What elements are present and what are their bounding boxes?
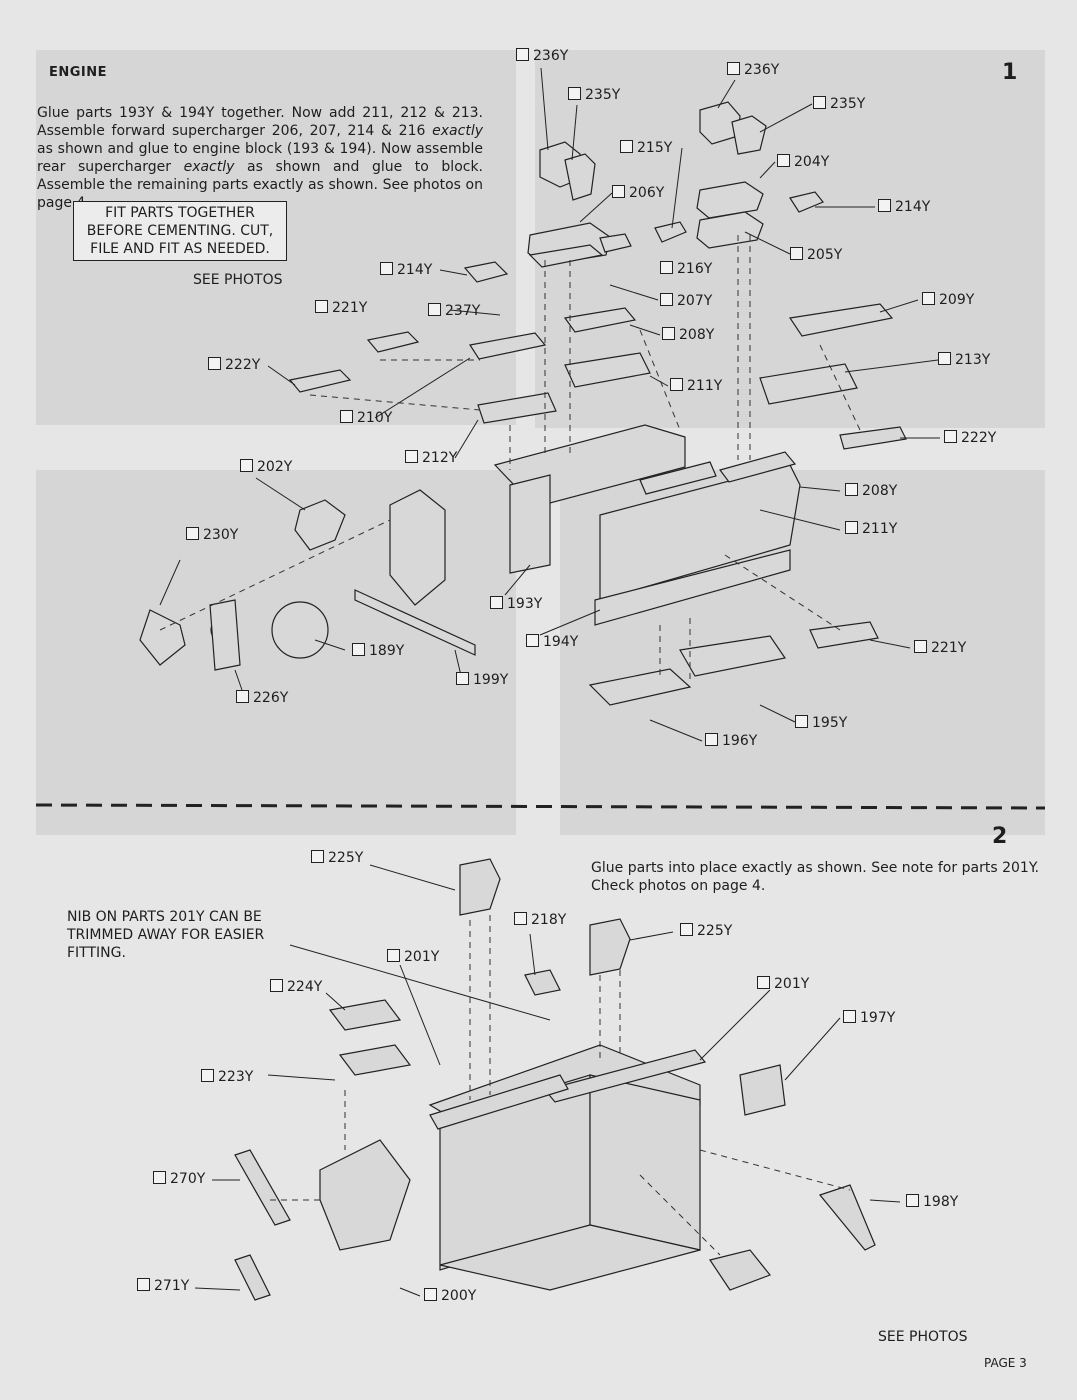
part-callout: 214Y — [380, 262, 432, 278]
step1-instructions: Glue parts 193Y & 194Y together. Now add… — [37, 105, 484, 211]
see-photos-label: SEE PHOTOS — [193, 272, 283, 288]
part-callout: 194Y — [526, 634, 578, 650]
part-callout: 226Y — [236, 690, 288, 706]
see-photos-label: SEE PHOTOS — [878, 1329, 968, 1345]
step-number: 2 — [992, 824, 1008, 849]
part-callout: 210Y — [340, 410, 392, 426]
part-callout: 208Y — [845, 483, 897, 499]
part-callout: 230Y — [186, 527, 238, 543]
part-callout: 213Y — [938, 352, 990, 368]
step-number: 1 — [1002, 60, 1018, 85]
part-callout: 218Y — [514, 912, 566, 928]
part-callout: 201Y — [387, 949, 439, 965]
part-callout: 212Y — [405, 450, 457, 466]
step2-instructions: Glue parts into place exactly as shown. … — [591, 860, 1039, 894]
part-callout: 236Y — [727, 62, 779, 78]
part-callout: 202Y — [240, 459, 292, 475]
part-callout: 201Y — [757, 976, 809, 992]
part-callout: 221Y — [914, 640, 966, 656]
part-callout: 209Y — [922, 292, 974, 308]
part-callout: 225Y — [680, 923, 732, 939]
nib-note-line: TRIMMED AWAY FOR EASIER — [67, 927, 265, 943]
part-callout: 207Y — [660, 293, 712, 309]
nib-note-line: NIB ON PARTS 201Y CAN BE — [67, 909, 262, 925]
part-callout: 235Y — [568, 87, 620, 103]
part-callout: 211Y — [845, 521, 897, 537]
section-heading: ENGINE — [49, 65, 108, 80]
part-callout: 208Y — [662, 327, 714, 343]
part-callout: 195Y — [795, 715, 847, 731]
page-number: PAGE 3 — [984, 1356, 1027, 1370]
fit-note-line: FILE AND FIT AS NEEDED. — [90, 241, 270, 257]
part-callout: 206Y — [612, 185, 664, 201]
part-callout: 205Y — [790, 247, 842, 263]
part-callout: 235Y — [813, 96, 865, 112]
part-callout: 193Y — [490, 596, 542, 612]
part-callout: 197Y — [843, 1010, 895, 1026]
part-callout: 225Y — [311, 850, 363, 866]
part-callout: 214Y — [878, 199, 930, 215]
part-callout: 222Y — [208, 357, 260, 373]
part-callout: 196Y — [705, 733, 757, 749]
nib-note-line: FITTING. — [67, 945, 126, 961]
fit-parts-note: FIT PARTS TOGETHER BEFORE CEMENTING. CUT… — [73, 201, 287, 261]
fit-note-line: BEFORE CEMENTING. CUT, — [86, 223, 274, 239]
part-callout: 204Y — [777, 154, 829, 170]
part-callout: 199Y — [456, 672, 508, 688]
part-callout: 222Y — [944, 430, 996, 446]
part-callout: 270Y — [153, 1171, 205, 1187]
nib-note: NIB ON PARTS 201Y CAN BE TRIMMED AWAY FO… — [67, 908, 297, 962]
part-callout: 211Y — [670, 378, 722, 394]
fit-note-line: FIT PARTS TOGETHER — [105, 205, 255, 221]
part-callout: 224Y — [270, 979, 322, 995]
part-callout: 271Y — [137, 1278, 189, 1294]
part-callout: 221Y — [315, 300, 367, 316]
part-callout: 237Y — [428, 303, 480, 319]
part-callout: 223Y — [201, 1069, 253, 1085]
part-callout: 198Y — [906, 1194, 958, 1210]
part-callout: 236Y — [516, 48, 568, 64]
part-callout: 216Y — [660, 261, 712, 277]
part-callout: 189Y — [352, 643, 404, 659]
part-callout: 200Y — [424, 1288, 476, 1304]
part-callout: 215Y — [620, 140, 672, 156]
